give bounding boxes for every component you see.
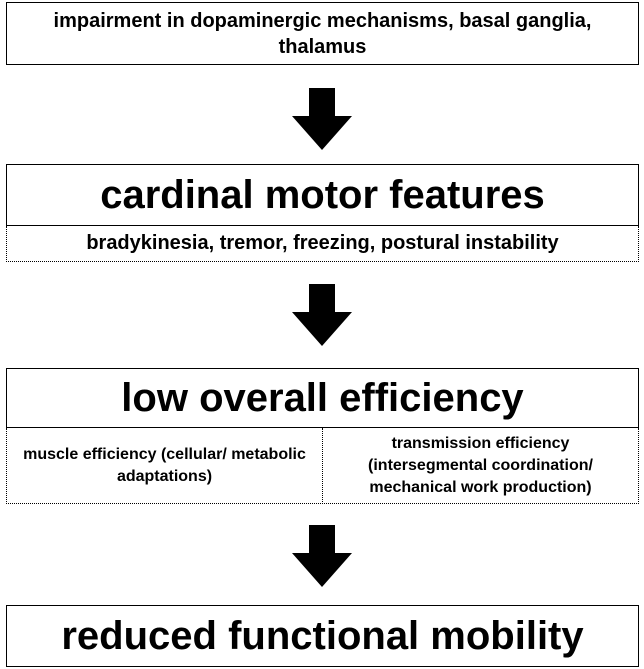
motor-features-title: cardinal motor features (100, 172, 545, 217)
down-arrow-icon (292, 88, 352, 150)
outcome-box: reduced functional mobility (6, 605, 639, 667)
muscle-efficiency-box: muscle efficiency (cellular/ metabolic a… (6, 428, 323, 504)
outcome-title: reduced functional mobility (61, 613, 584, 658)
cause-box: impairment in dopaminergic mechanisms, b… (6, 2, 639, 65)
motor-features-detail: bradykinesia, tremor, freezing, postural… (86, 232, 559, 254)
efficiency-title: low overall efficiency (121, 375, 524, 420)
efficiency-box: low overall efficiency (6, 368, 639, 428)
down-arrow-icon (292, 284, 352, 346)
transmission-efficiency-text: transmission efficiency (intersegmental … (368, 434, 593, 496)
muscle-efficiency-text: muscle efficiency (cellular/ metabolic a… (23, 445, 306, 485)
transmission-efficiency-box: transmission efficiency (intersegmental … (322, 428, 639, 504)
motor-features-box: cardinal motor features (6, 164, 639, 226)
cause-text: impairment in dopaminergic mechanisms, b… (53, 9, 592, 58)
motor-features-detail-box: bradykinesia, tremor, freezing, postural… (6, 226, 639, 262)
down-arrow-icon (292, 525, 352, 587)
